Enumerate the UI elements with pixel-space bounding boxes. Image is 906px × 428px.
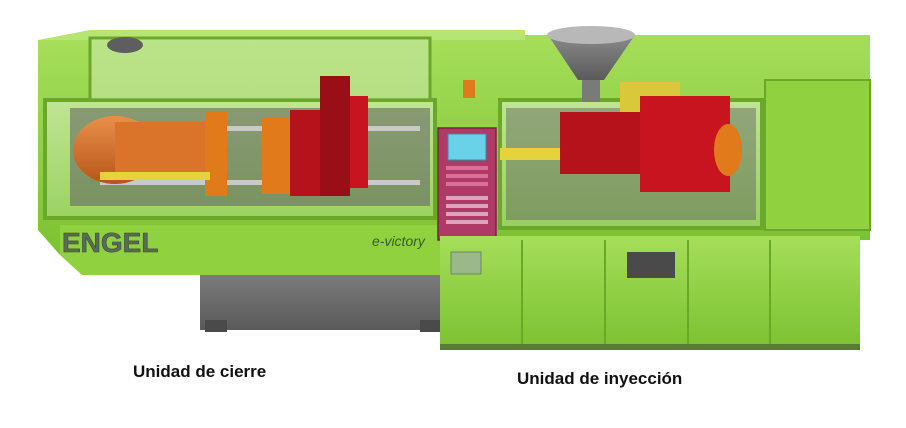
tie-bar-lower <box>100 180 420 185</box>
control-keypad <box>446 166 488 224</box>
clamping-unit-label: Unidad de cierre <box>133 362 267 381</box>
injection-unit-label: Unidad de inyección <box>517 369 683 388</box>
control-screen <box>447 133 487 161</box>
top-cylinder <box>107 37 143 53</box>
platen-orange-block <box>262 118 290 194</box>
mold-half-left <box>290 110 320 196</box>
tie-bar-upper <box>100 126 420 131</box>
ejector-rod <box>100 172 210 180</box>
cabinet-handle <box>627 252 675 278</box>
clamping-lower-panel <box>60 225 440 275</box>
warning-beacon <box>463 80 475 98</box>
mold-plate <box>350 96 368 188</box>
clamping-unit: ENGEL e-victory <box>38 30 442 332</box>
clamp-cylinder-body <box>115 122 205 180</box>
cabinet-base-strip <box>440 344 860 350</box>
hopper-throat <box>582 80 600 102</box>
base-foot-left <box>205 320 227 332</box>
base-foot-right <box>420 320 442 332</box>
model-logo: e-victory <box>372 233 426 249</box>
right-cabinet <box>764 79 871 231</box>
hopper <box>548 35 635 80</box>
moving-platen <box>205 112 227 196</box>
barrel-end <box>714 124 742 176</box>
vent-grille <box>450 251 482 275</box>
hopper-top <box>547 26 635 44</box>
injection-unit <box>437 26 871 350</box>
clamping-upper-glass <box>88 36 432 102</box>
mold-half-right <box>320 76 350 196</box>
brand-logo: ENGEL <box>62 227 158 258</box>
injection-top <box>440 30 525 40</box>
